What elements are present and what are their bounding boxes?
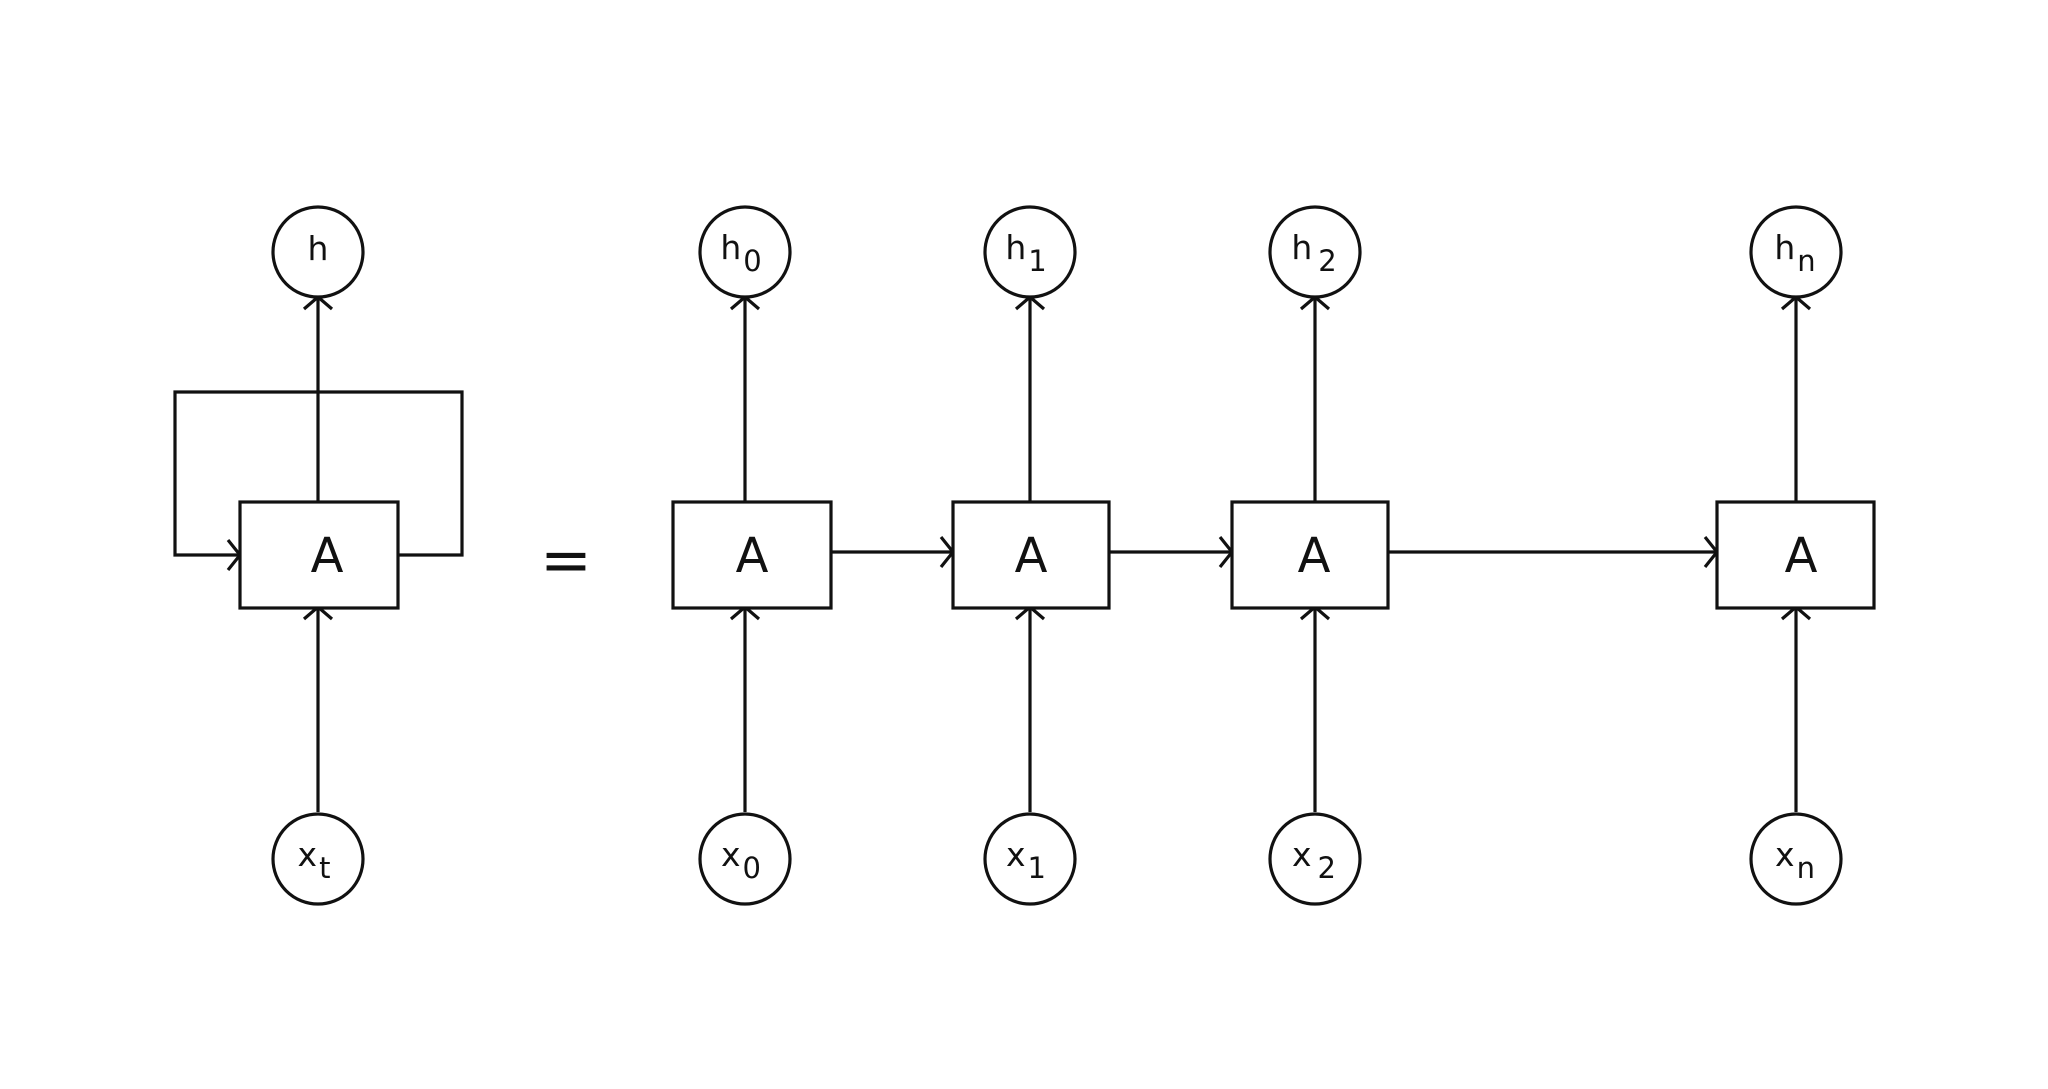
step-0-input-main: x	[721, 835, 741, 874]
step-2-cell-label: A	[1298, 528, 1331, 584]
step-n-input-main: x	[1775, 835, 1795, 874]
step-1-input-label: x1	[1006, 835, 1046, 885]
step-n-output-label: hn	[1774, 228, 1815, 278]
unrolled-step-0: A h0 x0	[671, 205, 833, 906]
step-n-input-node	[1749, 812, 1843, 906]
rolled-input-label: xt	[298, 835, 331, 885]
step-1-input-main: x	[1006, 835, 1026, 874]
step-0-cell-label: A	[736, 528, 769, 584]
step-1-input-sub: 1	[1028, 851, 1046, 885]
step-2-output-main: h	[1291, 228, 1312, 267]
step-n-output-node	[1749, 205, 1843, 299]
unrolled-step-1: A h1 x1	[951, 205, 1111, 906]
step-n-cell	[1715, 500, 1876, 610]
rolled-output-main: h	[308, 229, 329, 268]
step-1-cell-label: A	[1015, 528, 1048, 584]
step-n-output-main: h	[1774, 228, 1795, 267]
rolled-input-main: x	[298, 835, 318, 874]
step-2-input-sub: 2	[1318, 851, 1336, 885]
unrolled-step-n: A hn xn	[1715, 205, 1876, 906]
step-0-cell	[671, 500, 833, 610]
step-0-output-main: h	[720, 228, 741, 267]
step-0-input-node	[698, 812, 792, 906]
rolled-input-node	[271, 812, 365, 906]
rolled-cell-label: A	[311, 528, 344, 584]
step-2-input-node	[1268, 812, 1362, 906]
step-1-cell	[951, 500, 1111, 610]
equals-sign: =	[540, 523, 592, 596]
step-1-output-sub: 1	[1028, 244, 1046, 278]
step-0-input-sub: 0	[743, 851, 761, 885]
step-1-output-main: h	[1005, 228, 1026, 267]
step-0-output-node	[698, 205, 792, 299]
step-2-cell	[1230, 500, 1390, 610]
rolled-output-label: h	[308, 229, 329, 268]
step-n-input-sub: n	[1797, 851, 1815, 885]
rolled-rnn: A h xt	[173, 205, 464, 906]
step-0-input-label: x0	[721, 835, 761, 885]
step-0-output-label: h0	[720, 228, 761, 278]
rolled-output-node	[271, 205, 365, 299]
step-2-output-sub: 2	[1318, 244, 1336, 278]
step-1-output-node	[983, 205, 1077, 299]
step-n-input-label: xn	[1775, 835, 1815, 885]
rolled-input-sub: t	[319, 851, 330, 885]
step-0-output-sub: 0	[743, 244, 761, 278]
unrolled-rnn: A h0 x0 A h1 x1	[671, 205, 1876, 906]
step-1-output-label: h1	[1005, 228, 1046, 278]
step-2-output-node	[1268, 205, 1362, 299]
step-2-input-main: x	[1292, 835, 1312, 874]
step-n-output-sub: n	[1797, 244, 1815, 278]
rolled-cell	[238, 500, 400, 610]
step-1-input-node	[983, 812, 1077, 906]
step-n-cell-label: A	[1785, 528, 1818, 584]
recurrent-loop-edge	[173, 390, 464, 557]
